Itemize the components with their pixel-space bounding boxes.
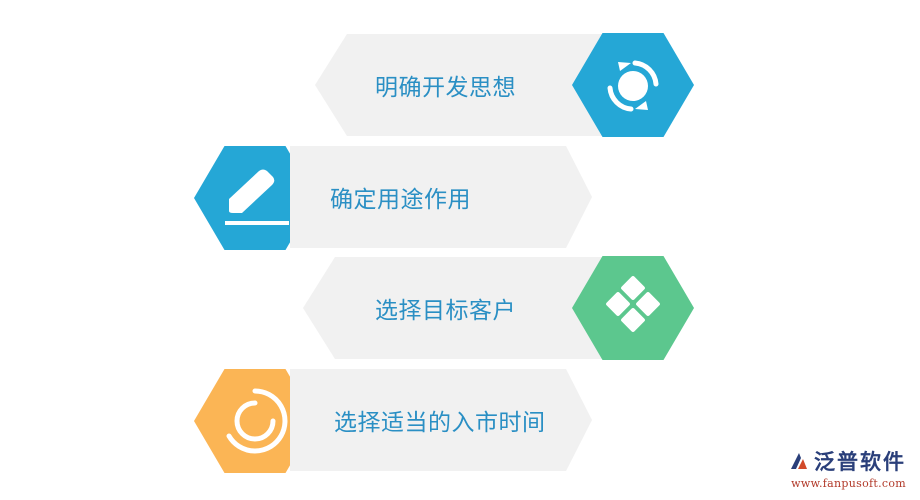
diamond-grid-icon <box>606 276 660 332</box>
refresh-icon <box>607 60 659 112</box>
pencil-icon <box>225 169 289 225</box>
step-2-label: 确定用途作用 <box>330 187 471 213</box>
brand-url: www.fanpusoft.com <box>791 477 906 490</box>
step-1-label: 明确开发思想 <box>375 75 516 101</box>
brand-name: 泛普软件 <box>814 450 906 474</box>
step-3-label: 选择目标客户 <box>375 298 516 324</box>
step-3-banner: 选择目标客户 <box>303 257 620 359</box>
step-1-banner: 明确开发思想 <box>315 34 620 136</box>
brand-watermark: 泛普软件 www.fanpusoft.com <box>788 446 906 490</box>
brand-name-row: 泛普软件 <box>788 446 906 476</box>
step-4-banner: 选择适当的入市时间 <box>290 369 592 471</box>
brand-logo-icon <box>791 453 807 469</box>
step-4-label: 选择适当的入市时间 <box>334 410 546 436</box>
step-2-banner: 确定用途作用 <box>290 146 592 248</box>
circle-loop-icon <box>226 388 288 454</box>
